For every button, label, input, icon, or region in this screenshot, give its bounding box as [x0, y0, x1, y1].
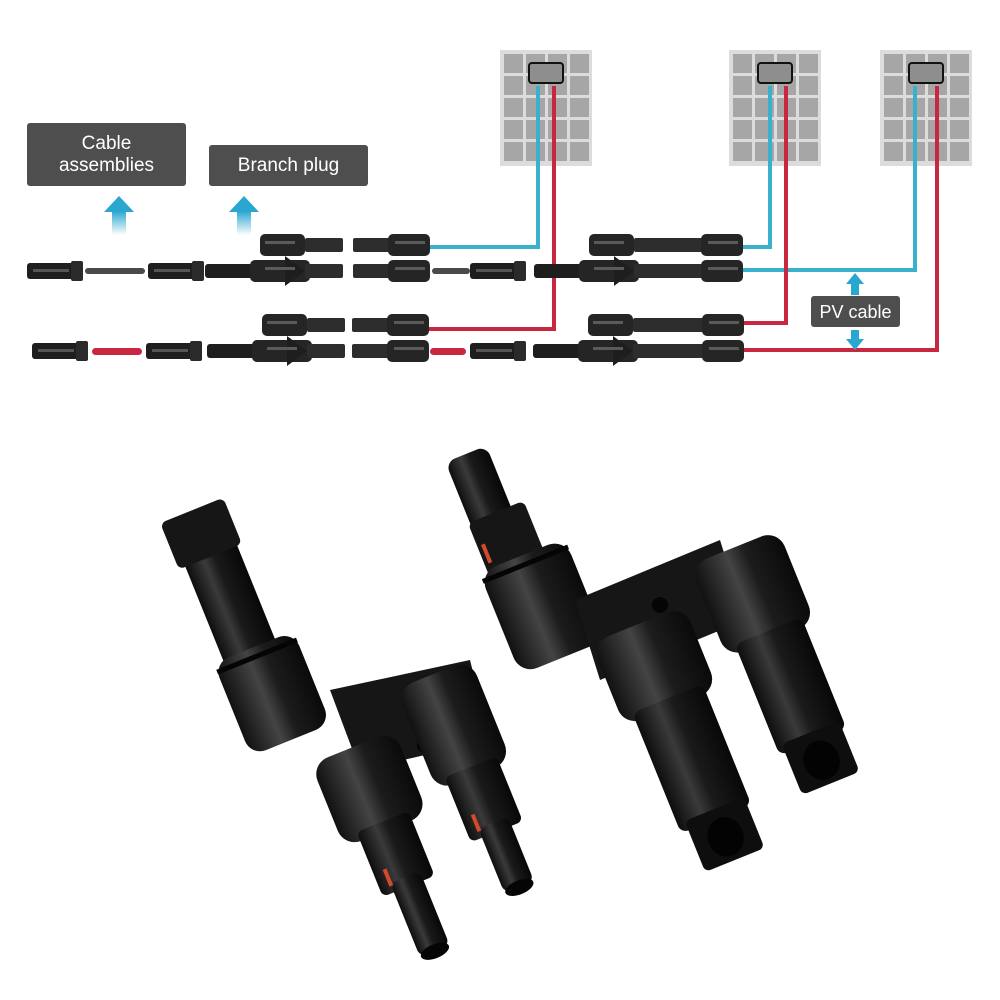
blue-cables: [430, 86, 917, 272]
grey-cable: [85, 268, 145, 274]
solar-panel-2: [728, 49, 822, 167]
y-branch-connector: [666, 234, 743, 282]
red-cable: [430, 348, 466, 355]
solar-panel-3: [879, 49, 973, 167]
female-connector: [470, 341, 526, 361]
branch-plug-label: Branch plug: [209, 145, 368, 186]
cable-assemblies-line2: assemblies: [58, 154, 155, 176]
y-branch-connector: [352, 314, 429, 362]
solar-panel-1: [499, 49, 593, 167]
branch-plug-text: Branch plug: [237, 154, 340, 176]
y-branch-connector: [667, 314, 744, 362]
wiring-diagram: [27, 49, 973, 366]
product-photo: [162, 448, 858, 960]
red-cable: [92, 348, 142, 355]
cable-assemblies-line1: Cable: [81, 132, 132, 154]
cable-assemblies-label: Cable assemblies: [27, 123, 186, 186]
male-connector: [148, 261, 204, 281]
arrow-up-icon: [104, 196, 134, 235]
pv-cable-label: PV cable: [811, 296, 900, 327]
pv-cable-text: PV cable: [819, 301, 892, 322]
double-arrow-icon: [846, 273, 864, 350]
female-connector: [27, 261, 83, 281]
grey-cable: [432, 268, 470, 274]
male-connector: [470, 261, 526, 281]
male-connector: [32, 341, 88, 361]
female-connector: [146, 341, 202, 361]
y-branch-connector: [353, 234, 430, 282]
arrow-up-icon: [229, 196, 259, 235]
y-connector-right: [448, 448, 858, 871]
y-branch-connector: [205, 234, 343, 286]
y-connector-left: [162, 499, 534, 960]
y-branch-connector: [207, 314, 345, 366]
red-cables: [428, 86, 939, 352]
